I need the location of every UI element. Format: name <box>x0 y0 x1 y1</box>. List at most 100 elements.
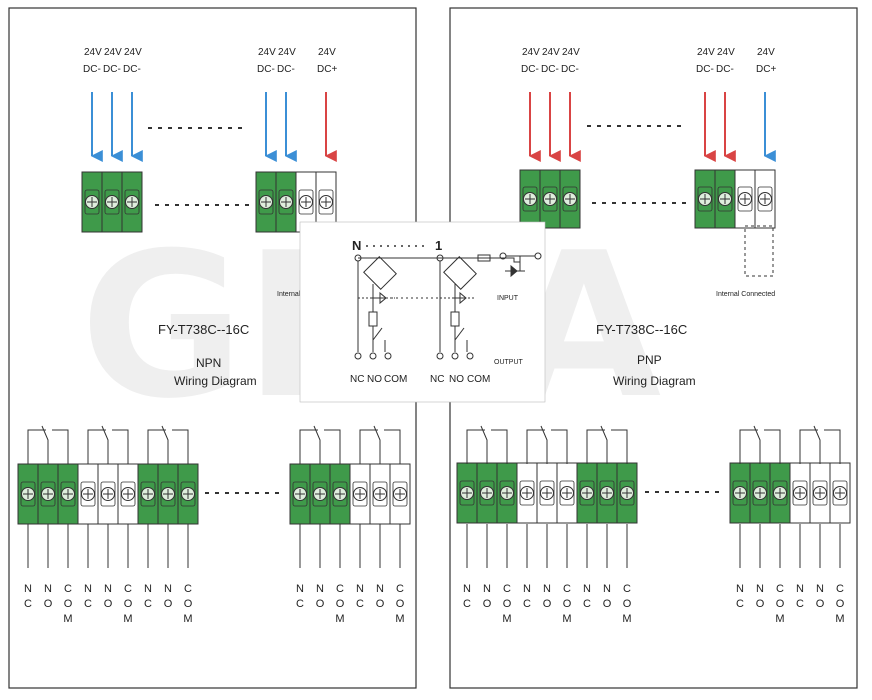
supply-polarity-label: DC- <box>83 64 101 75</box>
screw-terminal <box>714 169 736 229</box>
npn-type-label: NPN <box>196 356 221 370</box>
screw-terminal <box>616 462 638 524</box>
pnp-model-title: FY-T738C--16C <box>596 322 687 337</box>
relay-contact-symbol <box>526 425 568 464</box>
screw-terminal <box>809 462 831 524</box>
supply-polarity-label: DC+ <box>756 64 776 75</box>
npn-model-title: FY-T738C--16C <box>158 322 249 337</box>
schematic-contact-label: NO <box>449 374 464 385</box>
screw-terminal <box>729 462 751 524</box>
screw-terminal <box>177 463 199 525</box>
screw-terminal <box>559 169 581 229</box>
supply-voltage-label: 24V <box>84 47 102 58</box>
pnp-internal-connection <box>744 225 774 277</box>
channel-schematic: N 1 <box>299 221 546 403</box>
screw-terminal <box>157 463 179 525</box>
schematic-channel-1 <box>358 254 480 360</box>
supply-voltage-label: 24V <box>562 47 580 58</box>
contact-no-1 <box>451 352 459 360</box>
relay-contact-symbol <box>87 425 129 464</box>
supply-voltage-label: 24V <box>318 47 336 58</box>
screw-terminal <box>137 463 159 525</box>
screw-terminal <box>255 171 277 233</box>
schematic-contact-label: NC <box>430 374 444 385</box>
screw-terminal <box>539 169 561 229</box>
supply-polarity-label: DC- <box>103 64 121 75</box>
supply-voltage-label: 24V <box>278 47 296 58</box>
supply-polarity-label: DC- <box>561 64 579 75</box>
schematic-contact-label: NO <box>367 374 382 385</box>
supply-polarity-label: DC- <box>123 64 141 75</box>
contact-nc-n <box>354 352 362 360</box>
screw-terminal <box>536 462 558 524</box>
relay-contact-symbol <box>739 425 781 464</box>
supply-polarity-label: DC- <box>716 64 734 75</box>
supply-voltage-label: 24V <box>124 47 142 58</box>
screw-terminal <box>117 463 139 525</box>
screw-terminal <box>57 463 79 525</box>
relay-contact-symbol <box>27 425 69 464</box>
screw-terminal <box>121 171 143 233</box>
supply-voltage-label: 24V <box>104 47 122 58</box>
schematic-channel-n <box>354 254 397 360</box>
screw-terminal <box>754 169 776 229</box>
relay-contact-symbol <box>147 425 189 464</box>
relay-contact-symbol <box>299 425 341 464</box>
screw-terminal <box>516 462 538 524</box>
schematic-contact-label: NC <box>350 374 364 385</box>
screw-terminal <box>329 463 351 525</box>
screw-terminal <box>829 462 851 524</box>
relay-contact-symbol <box>466 425 508 464</box>
contact-com-1 <box>466 352 474 360</box>
screw-terminal <box>289 463 311 525</box>
supply-voltage-label: 24V <box>697 47 715 58</box>
screw-terminal <box>275 171 297 233</box>
screw-terminal <box>456 462 478 524</box>
screw-terminal <box>369 463 391 525</box>
screw-terminal <box>769 462 791 524</box>
screw-terminal <box>295 171 317 233</box>
screw-terminal <box>101 171 123 233</box>
screw-terminal <box>476 462 498 524</box>
pnp-internal-label: Internal Connected <box>716 291 775 298</box>
screw-terminal <box>749 462 771 524</box>
relay-contact-symbol <box>799 425 841 464</box>
contact-com-n <box>384 352 392 360</box>
relay-contact-symbol <box>586 425 628 464</box>
screw-terminal <box>81 171 103 233</box>
screw-terminal <box>789 462 811 524</box>
contact-nc-1 <box>436 352 444 360</box>
screw-terminal <box>734 169 756 229</box>
screw-terminal <box>315 171 337 233</box>
input-network <box>470 252 542 278</box>
schematic-frame <box>299 221 546 403</box>
pnp-caption: Wiring Diagram <box>613 374 696 388</box>
screw-terminal <box>17 463 39 525</box>
supply-polarity-label: DC- <box>541 64 559 75</box>
